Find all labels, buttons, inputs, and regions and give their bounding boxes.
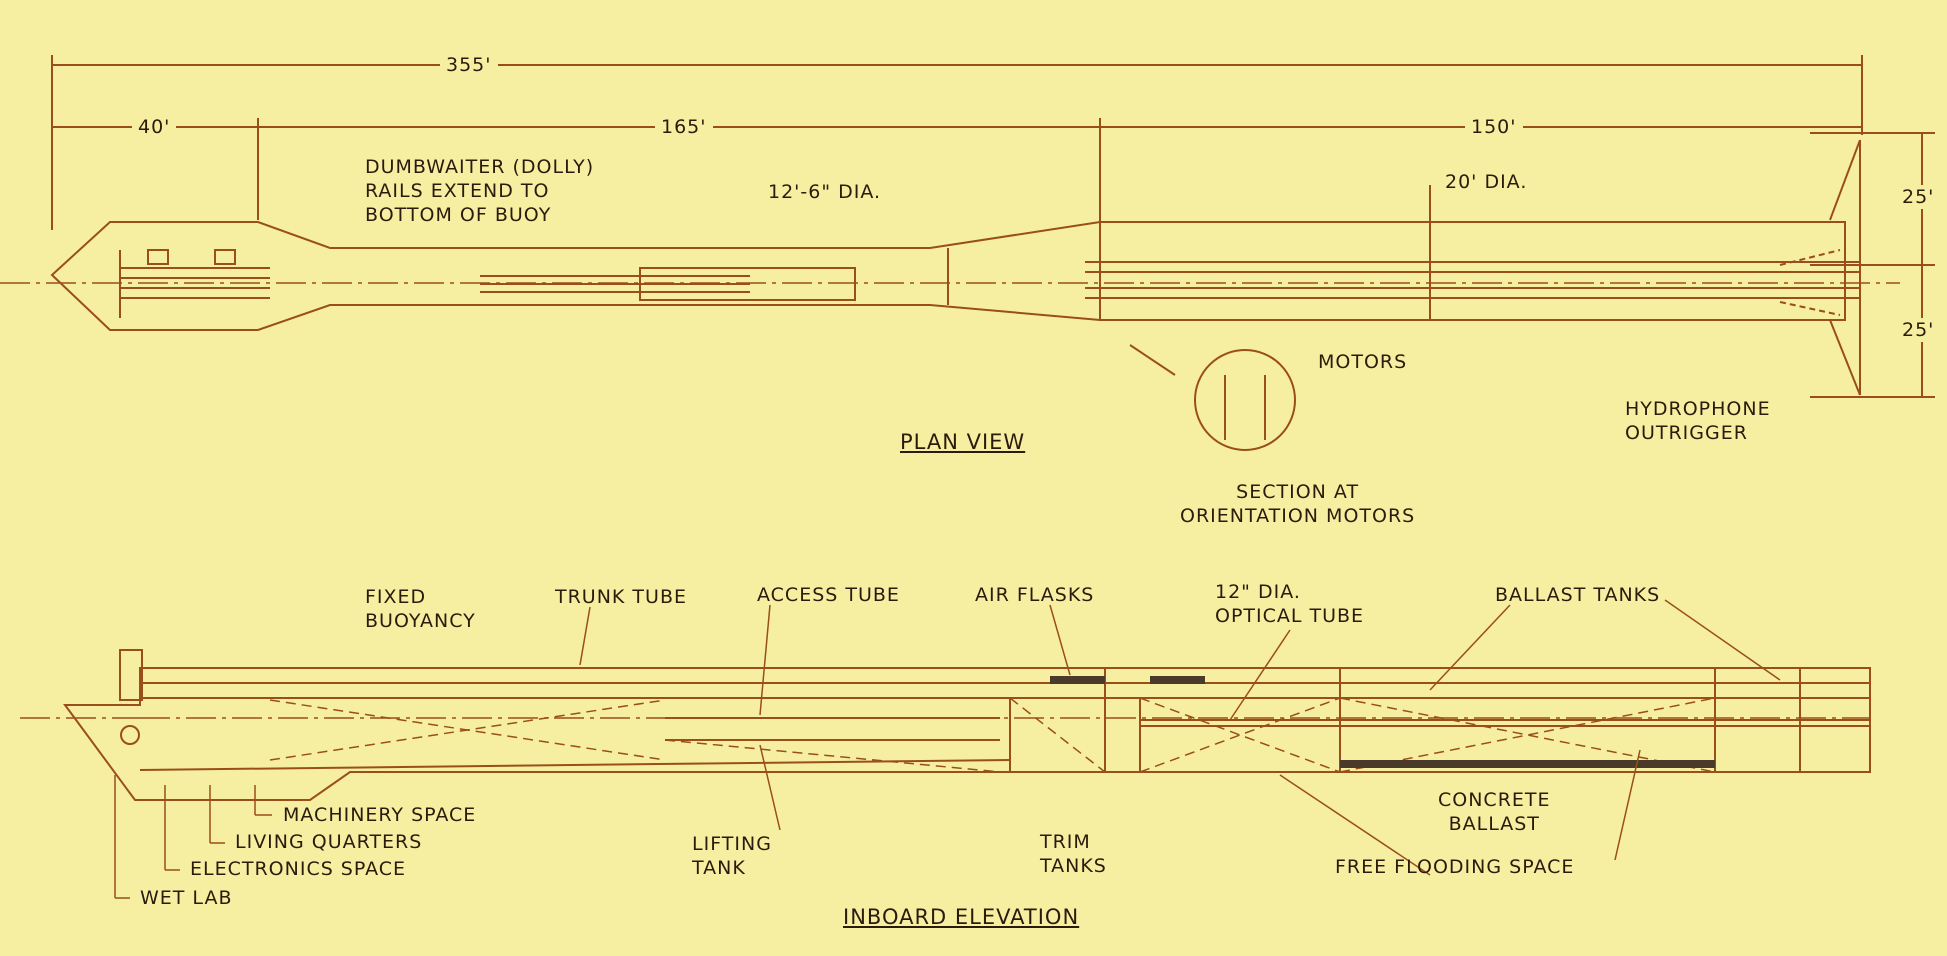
label-concrete-ballast: CONCRETE BALLAST xyxy=(1438,788,1551,836)
inboard-elevation-title: INBOARD ELEVATION xyxy=(843,905,1080,929)
label-access-tube: ACCESS TUBE xyxy=(757,584,900,606)
label-line: SECTION AT xyxy=(1236,481,1360,503)
dim-mid: 165' xyxy=(655,115,713,139)
label-line: TRIM xyxy=(1040,831,1091,853)
label-line: BUOYANCY xyxy=(365,610,476,632)
label-line: HYDROPHONE xyxy=(1625,398,1771,420)
label-wet-lab: WET LAB xyxy=(140,887,233,909)
label-line: CONCRETE xyxy=(1438,789,1551,811)
label-electronics-space: ELECTRONICS SPACE xyxy=(190,858,407,880)
label-living-quarters: LIVING QUARTERS xyxy=(235,831,423,853)
label-line: 12" DIA. xyxy=(1215,581,1301,603)
dim-bow: 40' xyxy=(132,115,177,139)
label-line: OPTICAL TUBE xyxy=(1215,605,1365,627)
label-line: ORIENTATION MOTORS xyxy=(1180,505,1416,527)
label-line: OUTRIGGER xyxy=(1625,422,1748,444)
dim-half-bottom: 25' xyxy=(1902,318,1935,342)
label-free-flooding: FREE FLOODING SPACE xyxy=(1335,856,1575,878)
plan-view-title: PLAN VIEW xyxy=(900,430,1026,454)
label-trim-tanks: TRIM TANKS xyxy=(1040,830,1107,878)
label-hydrophone: HYDROPHONE OUTRIGGER xyxy=(1625,397,1771,445)
label-machinery-space: MACHINERY SPACE xyxy=(283,804,477,826)
elevation-hull xyxy=(20,649,1871,801)
label-line: BALLAST xyxy=(1448,813,1540,835)
label-dia-large: 20' DIA. xyxy=(1445,171,1528,193)
dim-aft: 150' xyxy=(1465,115,1523,139)
dim-half-top: 25' xyxy=(1902,185,1935,209)
label-lifting-tank: LIFTING TANK xyxy=(692,832,772,880)
label-optical-tube: 12" DIA. OPTICAL TUBE xyxy=(1215,580,1364,628)
label-section: SECTION AT ORIENTATION MOTORS xyxy=(1180,480,1415,528)
label-line: DUMBWAITER (DOLLY) xyxy=(365,156,595,178)
label-dumbwaiter: DUMBWAITER (DOLLY) RAILS EXTEND TO BOTTO… xyxy=(365,155,594,227)
label-ballast-tanks: BALLAST TANKS xyxy=(1495,584,1661,606)
label-trunk-tube: TRUNK TUBE xyxy=(555,586,687,608)
label-dia-small: 12'-6" DIA. xyxy=(768,181,882,203)
label-line: TANKS xyxy=(1040,855,1107,877)
dimension-lines xyxy=(51,55,1935,398)
label-line: BOTTOM OF BUOY xyxy=(365,204,552,226)
label-line: LIFTING xyxy=(692,833,772,855)
label-motors: MOTORS xyxy=(1318,351,1408,373)
dim-overall: 355' xyxy=(440,53,498,77)
leader-lines xyxy=(114,599,1781,899)
label-line: FIXED xyxy=(365,586,427,608)
label-line: TANK xyxy=(692,857,746,879)
plan-view-hull xyxy=(0,139,1900,451)
label-fixed-buoyancy: FIXED BUOYANCY xyxy=(365,585,476,633)
label-line: RAILS EXTEND TO xyxy=(365,180,550,202)
label-air-flasks: AIR FLASKS xyxy=(975,584,1095,606)
